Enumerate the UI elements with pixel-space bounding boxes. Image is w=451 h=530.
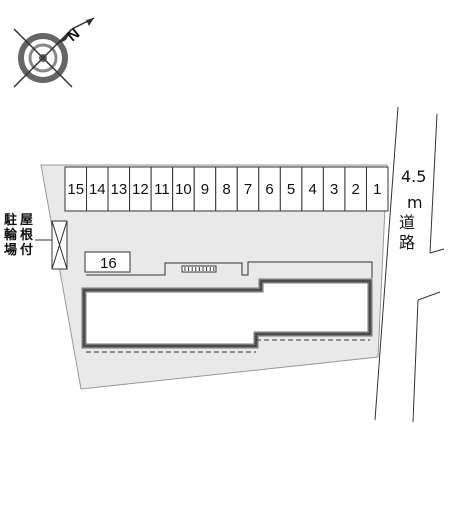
parking-space-13: 13 [107, 166, 131, 212]
parking-space-14: 14 [86, 166, 109, 212]
parking-space-9: 9 [193, 166, 217, 212]
parking-space-label: 6 [265, 181, 273, 198]
parking-space-label: 12 [132, 181, 149, 198]
parking-space-label: 4 [308, 181, 316, 198]
label-char-3: 輪 [4, 227, 18, 243]
label-char-6: 付 [20, 242, 33, 258]
parking-space-2: 2 [344, 166, 367, 212]
parking-space-label: 14 [89, 181, 106, 198]
parking-space-16-label: 16 [100, 255, 117, 272]
parking-space-label: 15 [67, 181, 84, 198]
compass-north-label: N [64, 25, 83, 45]
label-char-1: 駐 [4, 212, 17, 228]
entrance-line [86, 261, 373, 278]
parking-space-label: 3 [330, 181, 338, 198]
parking-space-label: 9 [201, 181, 209, 198]
parking-space-5: 5 [279, 166, 303, 212]
parking-space-12: 12 [129, 166, 152, 212]
compass-rose-icon: N [13, 17, 95, 88]
label-char-5: 場 [4, 242, 17, 258]
parking-space-11: 11 [150, 166, 174, 212]
road-name-char-1: 道 [399, 213, 415, 232]
building-outline [81, 278, 373, 353]
parking-space-label: 11 [154, 181, 170, 198]
bicycle-parking-label: 駐 屋 輪 根 場 付 [4, 212, 34, 258]
parking-space-label: 10 [175, 181, 192, 198]
label-char-2: 屋 [20, 213, 33, 228]
parking-space-label: 13 [110, 181, 127, 198]
parking-space-box [365, 166, 389, 212]
parking-space-3: 3 [322, 166, 346, 212]
parking-space-8: 8 [215, 166, 238, 212]
parking-space-label: 2 [352, 181, 360, 198]
parking-space-label: 7 [244, 181, 252, 198]
parking-space-4: 4 [301, 166, 324, 212]
parking-space-label: 1 [373, 181, 381, 198]
label-char-4: 根 [20, 227, 34, 243]
parking-space-10: 10 [172, 166, 195, 212]
road-width-unit: m [407, 193, 423, 212]
bicycle-parking [35, 220, 68, 270]
road-name-char-2: 路 [399, 233, 415, 252]
parking-space-1: 1 [365, 166, 389, 212]
parking-space-16: 16 [84, 251, 131, 273]
parking-space-6: 6 [258, 166, 281, 212]
parking-space-7: 7 [236, 166, 260, 212]
road: 4.5 m 道 路 [374, 106, 445, 423]
parking-space-15: 15 [64, 166, 88, 212]
parking-space-label: 5 [287, 181, 295, 198]
parking-space-label: 8 [222, 181, 230, 198]
road-width-value: 4.5 [401, 167, 426, 186]
